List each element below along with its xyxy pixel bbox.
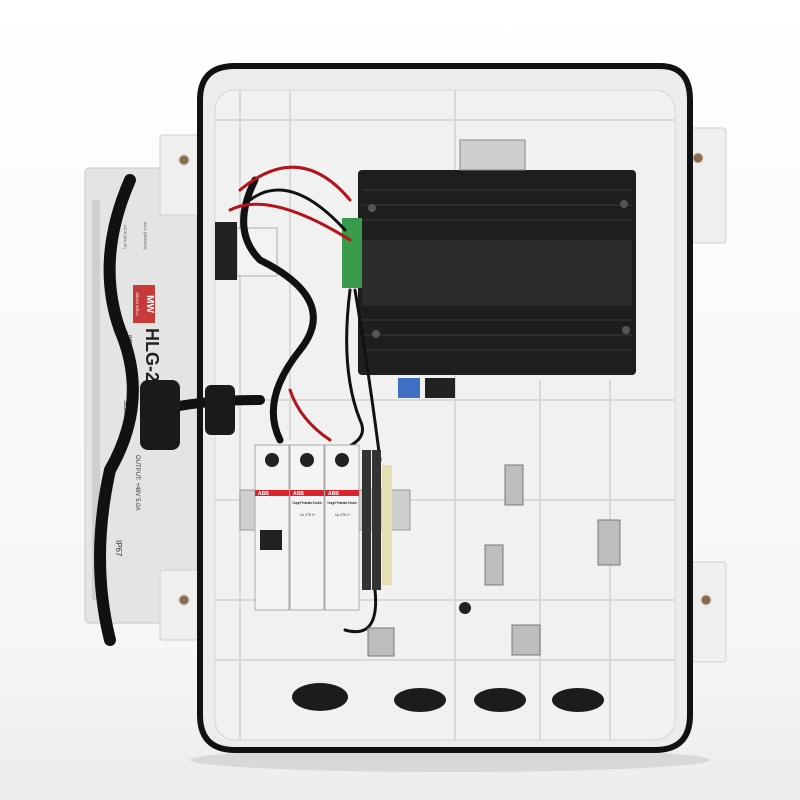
blue-connector — [398, 378, 420, 398]
abb-logo: ABB — [328, 491, 339, 497]
mounting-tabs — [159, 127, 727, 663]
abb-logo: ABB — [258, 491, 269, 497]
selv-label: SELV — [122, 400, 128, 415]
mounting-brackets — [367, 464, 621, 657]
floor-shadow — [190, 748, 710, 772]
black-bracket — [215, 222, 237, 280]
spd-spec: Uc 275 V~ — [335, 513, 351, 517]
spd-title: Surge Protective Device — [327, 500, 358, 505]
cable-gland-left — [140, 380, 180, 450]
acl-label: AC/L (BROWN) — [143, 222, 148, 251]
breaker-toggle[interactable] — [260, 530, 282, 550]
cable-gland-inner — [205, 385, 235, 435]
model-text: HLG-24 — [142, 328, 162, 392]
abb-logo: ABB — [293, 491, 304, 497]
terminal-blocks — [362, 450, 392, 590]
spd-title: Surge Protective Device — [292, 500, 323, 505]
din-clip-top — [459, 139, 526, 171]
ip67-label: IP67 — [114, 540, 123, 557]
surge-protective-device: ABB Surge Protective Device Uc 275 V~ — [324, 444, 360, 611]
green-terminal — [342, 218, 362, 288]
circuit-breaker: ABB — [254, 444, 290, 611]
surge-protective-device: ABB Surge Protective Device Uc 275 V~ — [289, 444, 325, 611]
bottom-cable-glands — [292, 683, 604, 712]
screw-hole — [459, 602, 471, 614]
black-connector — [425, 378, 455, 398]
spd-spec: Uc 275 V~ — [300, 513, 316, 517]
meanwell-logo — [133, 285, 155, 323]
output-label: OUTPUT: +48V 5.0A — [134, 455, 140, 511]
heatsink-module — [358, 170, 636, 375]
meanwell-logo-text: MW — [144, 295, 155, 313]
acn-label: AC/N (BLUE) — [123, 225, 128, 249]
meanwell-logo-sub: MEAN WELL — [135, 292, 140, 316]
